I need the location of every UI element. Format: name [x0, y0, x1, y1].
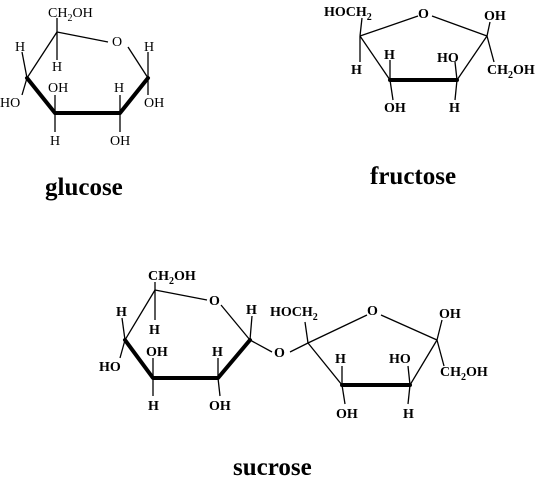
glucose-c1-h: H — [144, 40, 154, 55]
sucrose-fru-c2-oh: OH — [439, 307, 461, 322]
glucose-label: glucose — [45, 174, 123, 201]
sucrose-glycosidic-oxygen: O — [274, 346, 285, 361]
sucrose-glc-c3-h: H — [148, 399, 159, 414]
fructose-c6-hoch2: HOCH2 — [324, 5, 372, 23]
fructose-c2-oh: OH — [484, 9, 506, 24]
glucose-c4-h: H — [15, 40, 25, 55]
sucrose-glc-c3-oh: OH — [146, 345, 168, 360]
fructose-label: fructose — [370, 163, 456, 190]
fructose-c5-h: H — [351, 63, 362, 78]
sucrose-glc-c1-h: H — [246, 303, 257, 318]
sucrose-label: sucrose — [233, 454, 312, 481]
glucose-c2-h: H — [114, 81, 124, 96]
sucrose-structure: CH2OH O H H H HO OH H H OH O HOCH2 O OH … — [99, 269, 488, 422]
glucose-c2-oh: OH — [110, 134, 130, 149]
fructose-structure: HOCH2 O OH H H HO CH2OH OH H — [324, 5, 535, 116]
glucose-c3-h: H — [50, 134, 60, 149]
glucose-c4-ho: HO — [0, 96, 20, 111]
sucrose-fru-c4-h: H — [335, 352, 346, 367]
sucrose-glc-c5-h: H — [149, 323, 160, 338]
fructose-c3-ho: HO — [437, 51, 459, 66]
glucose-structure: CH2OH O H OH H HO H OH H H OH — [0, 6, 164, 149]
fructose-c1-ch2oh: CH2OH — [487, 63, 535, 81]
sucrose-fru-c6-hoch2: HOCH2 — [270, 305, 318, 323]
fructose-c4-h: H — [384, 48, 395, 63]
sucrose-fru-c1-ch2oh: CH2OH — [440, 365, 488, 383]
sucrose-glc-c2-h: H — [212, 345, 223, 360]
fructose-ring-oxygen: O — [418, 7, 429, 22]
sucrose-fru-c3-ho: HO — [389, 352, 411, 367]
sucrose-fru-c3-h: H — [403, 407, 414, 422]
glucose-ring-oxygen: O — [112, 35, 122, 50]
glucose-c5-h: H — [52, 60, 62, 75]
sucrose-glc-c4-ho: HO — [99, 360, 121, 375]
sucrose-glc-c6-ch2oh: CH2OH — [148, 269, 196, 287]
sucrose-glc-ring-oxygen: O — [209, 294, 220, 309]
sucrose-glc-c2-oh: OH — [209, 399, 231, 414]
glucose-c3-oh: OH — [48, 81, 68, 96]
glucose-c1-oh: OH — [144, 96, 164, 111]
sucrose-fru-ring-oxygen: O — [367, 304, 378, 319]
fructose-c4-oh: OH — [384, 101, 406, 116]
glucose-c6-ch2oh: CH2OH — [48, 6, 93, 24]
sucrose-glc-c4-h: H — [116, 305, 127, 320]
fructose-c3-h: H — [449, 101, 460, 116]
sucrose-fru-c4-oh: OH — [336, 407, 358, 422]
